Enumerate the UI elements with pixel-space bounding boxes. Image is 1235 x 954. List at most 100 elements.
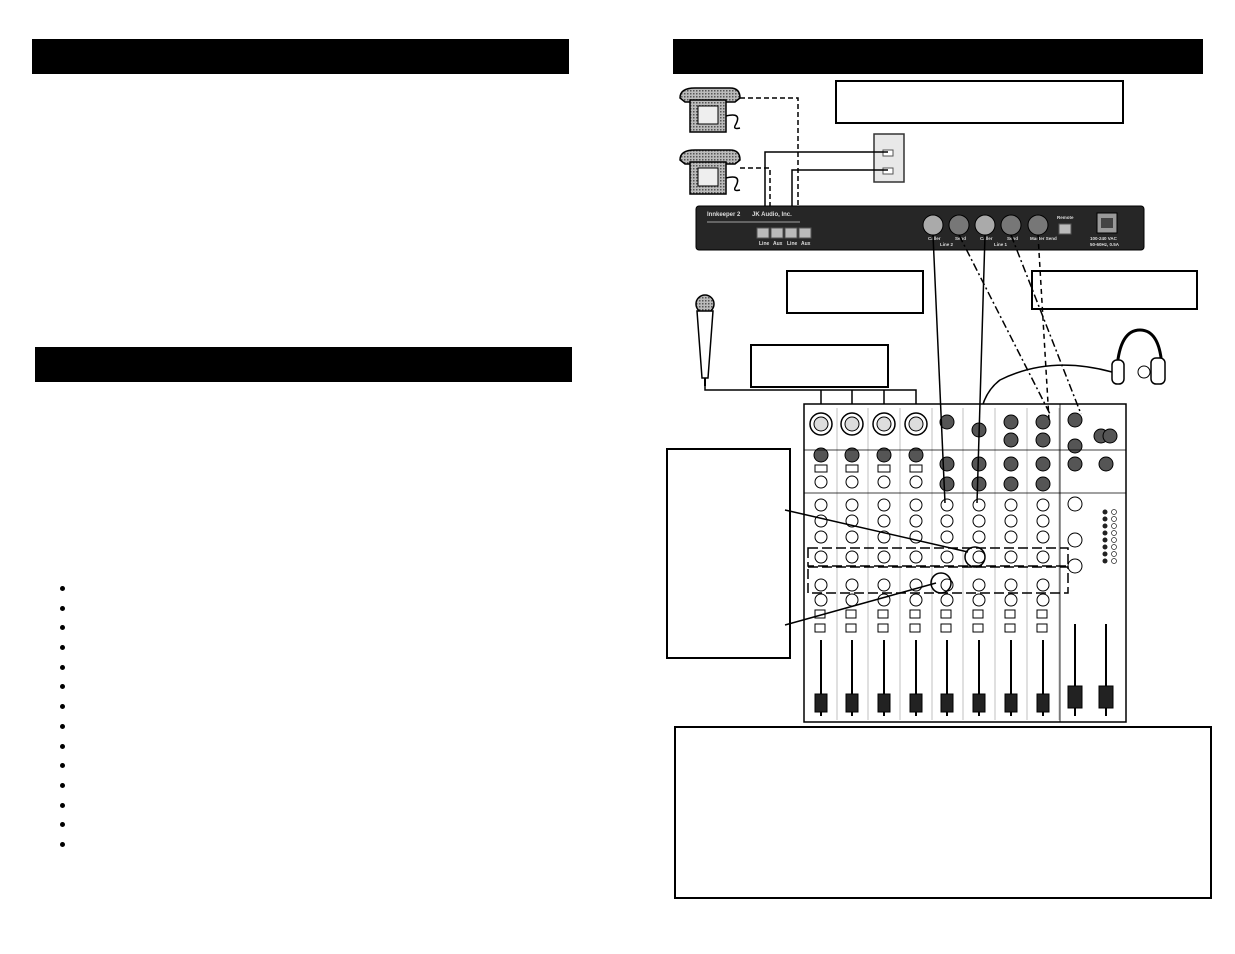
knob [1036, 530, 1050, 544]
line-input [876, 447, 892, 463]
meter-led [1102, 523, 1108, 529]
fader-cap [1004, 693, 1018, 713]
meter-led [1111, 530, 1117, 536]
fader-cap [940, 693, 954, 713]
knob [1067, 532, 1083, 548]
output-jack [1035, 432, 1051, 448]
solo-button [972, 623, 984, 633]
gain-knob [877, 475, 891, 489]
xlr-input-inner [813, 416, 829, 432]
knob [972, 578, 986, 592]
output-jack [1003, 414, 1019, 430]
knob [814, 593, 828, 607]
maker-label: JK Audio, Inc. [752, 212, 792, 218]
fader-cap [845, 693, 859, 713]
callout-box-line2 [786, 270, 924, 314]
knob [972, 593, 986, 607]
meter-led [1102, 530, 1108, 536]
meter-led [1111, 544, 1117, 550]
knob [1036, 578, 1050, 592]
knob [1004, 578, 1018, 592]
mixer-illustration [803, 403, 1127, 723]
mute-button [1004, 609, 1016, 619]
line-input [844, 447, 860, 463]
xlr-label: Caller [980, 236, 993, 241]
callout-box-aux [666, 448, 791, 659]
line-input [813, 447, 829, 463]
knob [1004, 498, 1018, 512]
switch [845, 464, 859, 473]
mute-button [1036, 609, 1048, 619]
knob [845, 530, 859, 544]
gain-knob [909, 475, 923, 489]
knob [845, 578, 859, 592]
knob [940, 530, 954, 544]
meter-led [1102, 544, 1108, 550]
line-input [908, 447, 924, 463]
solo-button [1004, 623, 1016, 633]
knob [909, 593, 923, 607]
left-section-header-bar-2 [35, 347, 572, 382]
power-label: 50-60Hz, 0.5A [1090, 242, 1120, 247]
knob [1036, 514, 1050, 528]
meter-led [1102, 516, 1108, 522]
solo-button [845, 623, 857, 633]
phone-jacks: Line Aux Line Aux [756, 227, 812, 247]
solo-button [909, 623, 921, 633]
output-jack [939, 414, 955, 430]
knob [972, 498, 986, 512]
meter-led [1111, 523, 1117, 529]
left-section-header-bar-1 [32, 39, 569, 74]
output-jack [1102, 428, 1118, 444]
callout-box-top [835, 80, 1124, 124]
fader-cap [877, 693, 891, 713]
line-input [1035, 476, 1051, 492]
xlr-input-inner [844, 416, 860, 432]
solo-button [877, 623, 889, 633]
knob [1036, 498, 1050, 512]
meter-led [1102, 558, 1108, 564]
master-fader-cap [1098, 685, 1114, 709]
knob [940, 593, 954, 607]
knob [909, 498, 923, 512]
output-jack [1067, 412, 1083, 428]
knob [972, 514, 986, 528]
solo-button [814, 623, 826, 633]
headphones-icon [1111, 328, 1166, 385]
wall-jack-icon [873, 133, 905, 183]
knob [909, 550, 923, 564]
master-fader-cap [1067, 685, 1083, 709]
output-jack [1067, 438, 1083, 454]
output-jack [1098, 456, 1114, 472]
meter-led [1102, 551, 1108, 557]
xlr-label: Master Send [1030, 236, 1057, 241]
solo-button [940, 623, 952, 633]
callout-box-line1 [1031, 270, 1198, 310]
mute-button [972, 609, 984, 619]
knob [877, 498, 891, 512]
knob [1004, 593, 1018, 607]
model-label: Innkeeper 2 [707, 212, 741, 218]
knob [940, 498, 954, 512]
knob [814, 498, 828, 512]
callout-box-mic [750, 344, 889, 388]
jack-label: Aux [773, 241, 783, 247]
knob [877, 514, 891, 528]
knob [877, 550, 891, 564]
microphone-icon [695, 294, 715, 386]
knob [1067, 558, 1083, 574]
knob [814, 530, 828, 544]
fader-cap [814, 693, 828, 713]
knob [909, 514, 923, 528]
line-group-label: Line 1 [994, 242, 1008, 247]
power-label: 100-240 VAC [1090, 236, 1118, 241]
mute-button [877, 609, 889, 619]
right-section-header-bar [673, 39, 1203, 74]
switch [814, 464, 828, 473]
output-jack [1067, 456, 1083, 472]
meter-led [1111, 551, 1117, 557]
line-group-label: Line 2 [940, 242, 954, 247]
knob [845, 550, 859, 564]
knob [1004, 530, 1018, 544]
